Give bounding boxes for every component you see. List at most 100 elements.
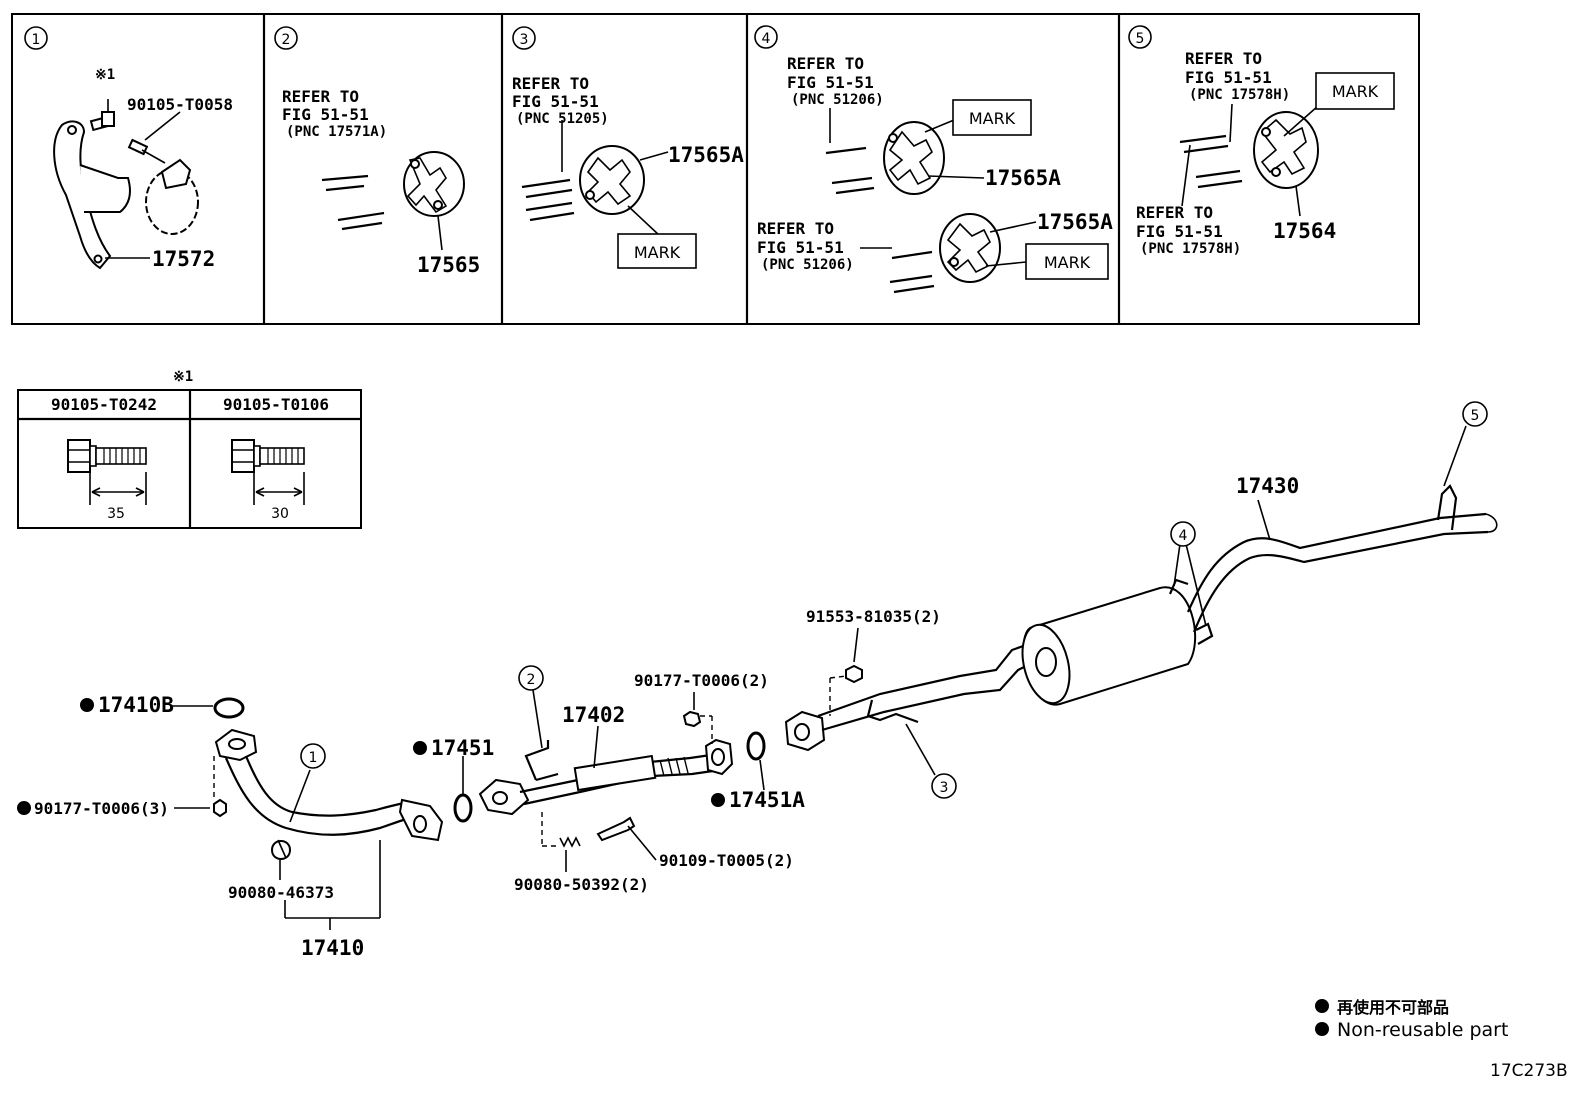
detail-panel-1: 1 ※1 90105-T0058 17572	[24, 26, 233, 271]
part-label-17430: 17430	[1236, 474, 1299, 498]
refer-to-3-line3: (PNC 51205)	[516, 111, 609, 127]
mark-label-panel4-bottom: MARK	[1044, 253, 1091, 272]
part-label-91553-81035: 91553-81035(2)	[806, 607, 941, 626]
part-label-90177-T0006-2: 90177-T0006(2)	[634, 671, 769, 690]
detail-panel-2: 2 REFER TO FIG 51-51 (PNC 17571A) 17565	[274, 26, 480, 277]
part-label-17565: 17565	[417, 253, 480, 277]
non-reusable-dot-17410B	[80, 698, 94, 712]
part-label-90080-46373: 90080-46373	[228, 883, 334, 902]
hanger-rubber-17565A-drawing	[521, 120, 669, 237]
hanger-rubber-17564-drawing	[1179, 103, 1319, 217]
mark-box-panel5	[1315, 72, 1395, 110]
non-reusable-dot-17451A	[711, 793, 725, 807]
bolt-length-table: ※1 90105-T0242 90105-T0106 35	[17, 369, 362, 529]
legend: 再使用不可部品 Non-reusable part	[1315, 998, 1508, 1041]
part-label-17410: 17410	[301, 936, 364, 960]
svg-text:3: 3	[520, 32, 529, 48]
refer-to-3-line2: FIG 51-51	[512, 92, 599, 111]
refer-to-5b-line2: FIG 51-51	[1136, 222, 1223, 241]
detail-panel-3: 3 REFER TO FIG 51-51 (PNC 51205) 17565A …	[512, 26, 744, 269]
legend-text-jp: 再使用不可部品	[1337, 998, 1449, 1017]
bolt-table-ref: ※1	[173, 369, 193, 385]
svg-text:4: 4	[1179, 528, 1188, 544]
refer-to-5a-line1: REFER TO	[1185, 49, 1262, 68]
callout-4: 4	[1170, 521, 1196, 547]
bolt-drawing-35	[67, 439, 147, 505]
svg-text:1: 1	[32, 32, 41, 48]
part-label-17410B: 17410B	[98, 693, 174, 717]
bracket-17572-drawing	[53, 99, 199, 270]
bolt-length-30: 30	[271, 506, 289, 522]
svg-text:5: 5	[1471, 408, 1480, 424]
svg-text:5: 5	[1136, 31, 1145, 47]
callout-1: 1	[300, 743, 326, 769]
detail-panel-5: 5 REFER TO FIG 51-51 (PNC 17578H) REFER …	[1128, 25, 1395, 257]
part-label-17451A: 17451A	[729, 788, 805, 812]
mark-box-panel4-top	[952, 99, 1032, 136]
center-pipe-17402-drawing	[478, 689, 734, 872]
refer-to-2-line3: (PNC 17571A)	[286, 124, 387, 140]
detail-panels-frame	[11, 13, 1420, 325]
part-label-17565A-panel4-bottom: 17565A	[1037, 210, 1113, 234]
refer-to-4a-line2: FIG 51-51	[787, 73, 874, 92]
panel-number-5: 5	[1128, 25, 1152, 49]
part-label-17565A-panel3: 17565A	[668, 143, 744, 167]
callout-3: 3	[931, 773, 957, 799]
mark-box-panel4-bottom	[1025, 243, 1109, 280]
bolt-drawing-30	[231, 439, 305, 505]
hanger-rubber-17565-drawing	[321, 151, 465, 251]
part-label-17572: 17572	[152, 247, 215, 271]
part-label-17564: 17564	[1273, 219, 1336, 243]
bolt-table-col1-part: 90105-T0242	[51, 395, 157, 414]
svg-text:1: 1	[309, 750, 318, 766]
svg-text:2: 2	[527, 672, 536, 688]
panel-number-1: 1	[24, 26, 48, 50]
panel-number-4: 4	[754, 25, 778, 49]
mark-label-panel4-top: MARK	[969, 109, 1016, 128]
refer-to-4b-line2: FIG 51-51	[757, 238, 844, 257]
gasket-17451A-drawing	[746, 731, 766, 791]
refer-to-5a-line3: (PNC 17578H)	[1189, 87, 1290, 103]
callout-2: 2	[518, 665, 544, 691]
non-reusable-dot-90177-3	[17, 801, 31, 815]
mark-label-panel5: MARK	[1332, 82, 1379, 101]
refer-to-4b-line1: REFER TO	[757, 219, 834, 238]
svg-text:3: 3	[940, 780, 949, 796]
part-label-17565A-panel4-top: 17565A	[985, 166, 1061, 190]
svg-text:4: 4	[762, 31, 771, 47]
part-label-90109-T0005: 90109-T0005(2)	[659, 851, 794, 870]
svg-text:2: 2	[282, 32, 291, 48]
figure-code: 17C273B	[1490, 1061, 1568, 1081]
mark-label-panel3: MARK	[634, 243, 681, 262]
tail-pipe-muffler-17430-drawing	[784, 425, 1498, 776]
refer-to-2-line1: REFER TO	[282, 87, 359, 106]
part-label-17402: 17402	[562, 703, 625, 727]
bolt-table-col2-part: 90105-T0106	[223, 395, 329, 414]
detail-panel-4: 4 REFER TO FIG 51-51 (PNC 51206) REFER T…	[754, 25, 1113, 294]
refer-to-2-line2: FIG 51-51	[282, 105, 369, 124]
refer-to-4b-line3: (PNC 51206)	[761, 257, 854, 273]
gasket-17451-drawing	[453, 756, 473, 823]
refer-to-4a-line3: (PNC 51206)	[791, 92, 884, 108]
refer-to-5a-line2: FIG 51-51	[1185, 68, 1272, 87]
bolt-length-35: 35	[107, 506, 125, 522]
refer-to-5b-line3: (PNC 17578H)	[1140, 241, 1241, 257]
bolt-label-90105-T0058: 90105-T0058	[127, 95, 233, 114]
part-label-17451: 17451	[431, 736, 494, 760]
front-pipe-17410-drawing	[170, 697, 444, 930]
bolt-note-ref: ※1	[95, 67, 115, 83]
legend-text-en: Non-reusable part	[1337, 1019, 1508, 1041]
refer-to-5b-line1: REFER TO	[1136, 203, 1213, 222]
legend-dot-jp	[1315, 999, 1329, 1013]
part-label-90177-T0006-3: 90177-T0006(3)	[34, 799, 169, 818]
panel-number-2: 2	[274, 26, 298, 50]
callout-5: 5	[1462, 401, 1488, 427]
refer-to-4a-line1: REFER TO	[787, 54, 864, 73]
mark-box-panel3	[617, 233, 697, 269]
refer-to-3-line1: REFER TO	[512, 74, 589, 93]
part-label-90080-50392: 90080-50392(2)	[514, 875, 649, 894]
hanger-rubbers-panel4-drawing	[825, 108, 1037, 294]
non-reusable-dot-17451	[413, 741, 427, 755]
panel-number-3: 3	[512, 26, 536, 50]
